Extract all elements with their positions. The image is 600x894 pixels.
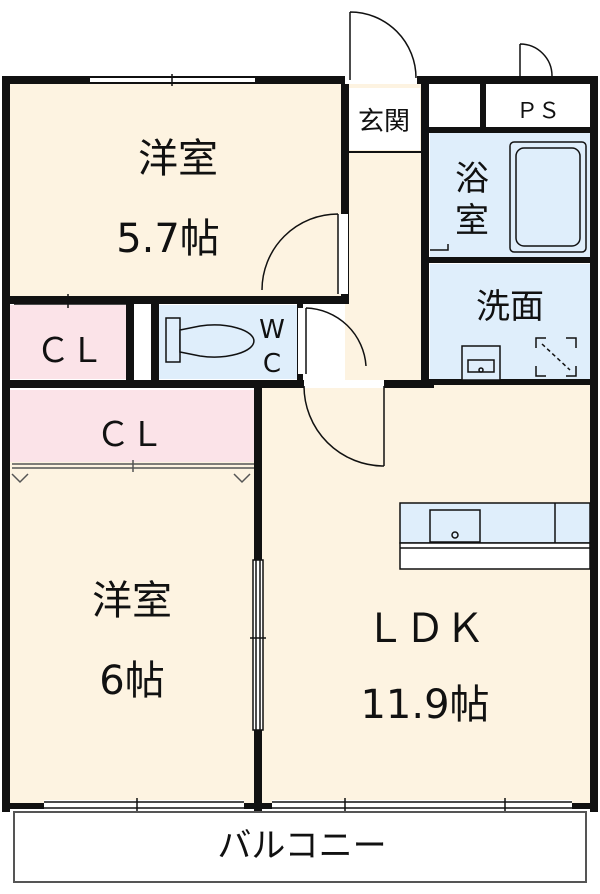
bathtub-icon (509, 141, 587, 253)
closet-1-floor (10, 305, 134, 379)
western-room-1-name: 洋室 (138, 136, 218, 182)
kitchen-counter-icon (399, 502, 591, 570)
western-room-2-floor (10, 462, 255, 804)
washing-machine-icon (535, 337, 577, 377)
entrance-label: 玄関 (358, 107, 410, 137)
ldk-floor (260, 384, 590, 804)
door-swing-icon (261, 11, 553, 467)
ldk-name: ＬＤＫ (365, 606, 485, 652)
balcony-label: バルコニー (217, 826, 386, 866)
western-room-1-floor (10, 84, 345, 300)
toilet-label-line1: W (259, 315, 285, 345)
balcony-outline (13, 811, 587, 883)
closet-2-doors (11, 460, 254, 484)
western-room-1-size: 5.7帖 (116, 216, 220, 262)
bathroom-label-line2: 室 (455, 201, 489, 241)
toilet-label-line2: C (263, 349, 281, 379)
washroom-floor (430, 264, 590, 380)
sink-icon (429, 509, 481, 543)
closet-2-label: ＣＬ (96, 415, 164, 455)
toilet-icon (165, 317, 255, 363)
balcony-window-frames (44, 798, 572, 812)
washroom-label: 洗面 (476, 287, 544, 327)
bathroom-label-line1: 浴 (455, 159, 489, 199)
window-frame (90, 74, 255, 86)
closet-1-label: ＣＬ (36, 331, 104, 371)
pipe-space-label: ＰＳ (516, 99, 560, 124)
closet-2-floor (10, 390, 255, 462)
western-room-2-name: 洋室 (92, 578, 172, 624)
room-2-sliding-door (250, 559, 266, 731)
closet-1-doors (14, 294, 126, 308)
washbasin-icon (461, 345, 501, 381)
entrance-floor (348, 88, 420, 150)
ldk-size: 11.9帖 (360, 682, 489, 728)
walls (2, 76, 598, 812)
western-room-2-size: 6帖 (99, 658, 164, 704)
